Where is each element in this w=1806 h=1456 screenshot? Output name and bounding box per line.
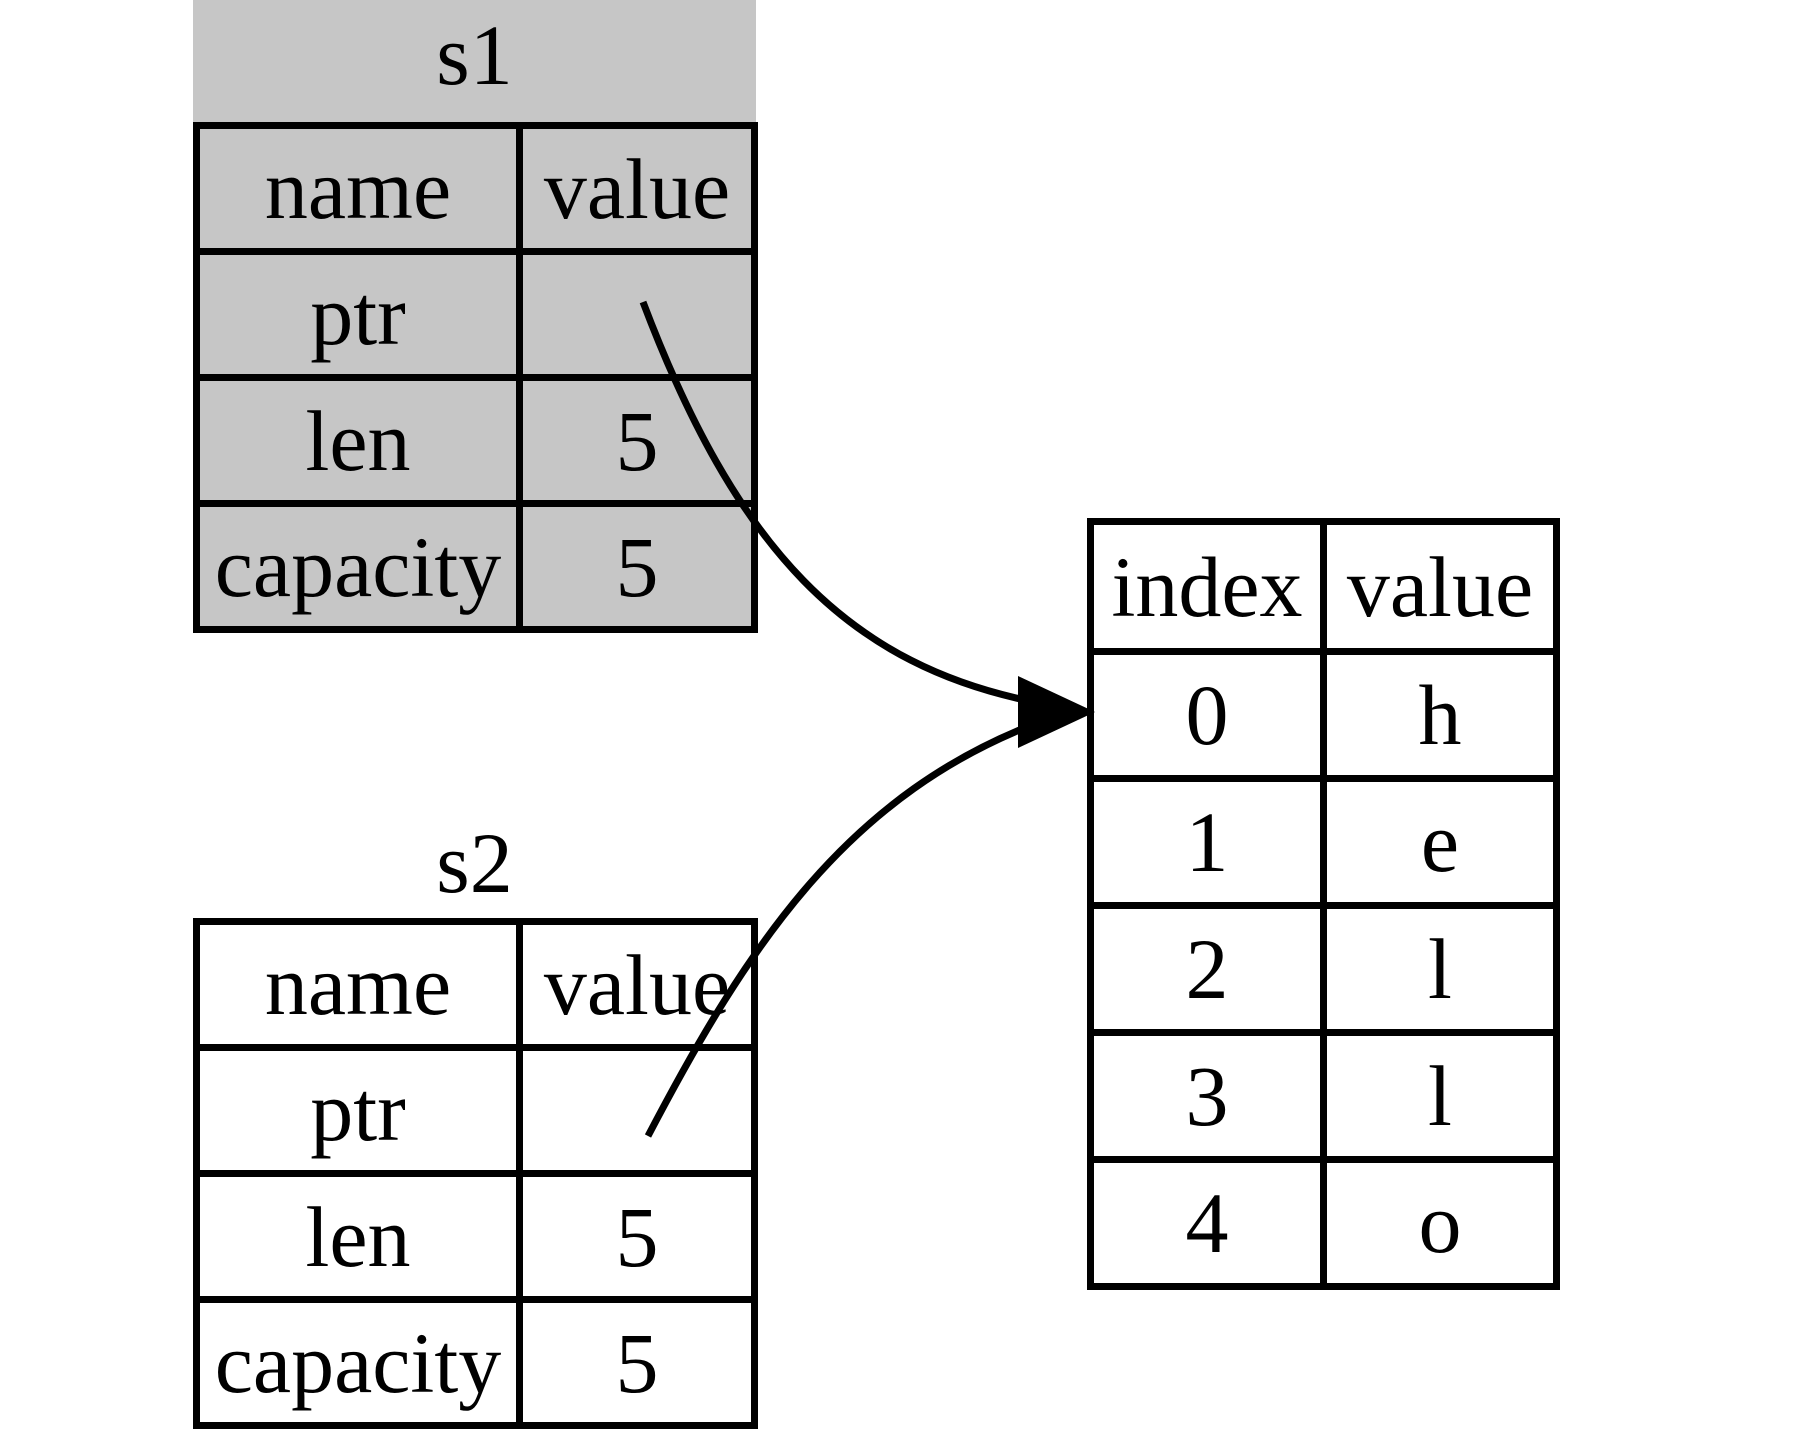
s1-capacity-label-cell: capacity <box>193 500 523 633</box>
s1-header-row: name value <box>193 122 758 255</box>
s1-capacity-value-cell: 5 <box>516 500 758 633</box>
arrowhead-icon <box>1018 676 1095 748</box>
s1-len-value-cell: 5 <box>516 374 758 507</box>
heap-table: index value 0 h 1 e 2 l 3 l 4 o <box>1087 518 1560 1290</box>
heap-row-3: 3 l <box>1087 1029 1560 1163</box>
s1-stack-table: name value ptr len 5 capacity 5 <box>193 122 758 633</box>
heap-row-4: 4 o <box>1087 1156 1560 1290</box>
s2-len-row: len 5 <box>193 1170 758 1303</box>
heap-value-2-cell: l <box>1320 902 1560 1036</box>
s2-ptr-label-cell: ptr <box>193 1044 523 1177</box>
s1-len-row: len 5 <box>193 374 758 507</box>
s2-header-value-cell: value <box>516 918 758 1051</box>
heap-index-4-cell: 4 <box>1087 1156 1327 1290</box>
s1-header-value-cell: value <box>516 122 758 255</box>
heap-index-1-cell: 1 <box>1087 775 1327 909</box>
heap-index-3-cell: 3 <box>1087 1029 1327 1163</box>
s2-capacity-label-cell: capacity <box>193 1296 523 1429</box>
heap-index-2-cell: 2 <box>1087 902 1327 1036</box>
s2-ptr-value-cell <box>516 1044 758 1177</box>
s1-title: s1 <box>436 7 513 103</box>
s2-title: s2 <box>436 815 513 911</box>
s1-ptr-value-cell <box>516 248 758 381</box>
heap-index-0-cell: 0 <box>1087 648 1327 782</box>
s1-ptr-label-cell: ptr <box>193 248 523 381</box>
s2-header-name-cell: name <box>193 918 523 1051</box>
heap-header-index-cell: index <box>1087 518 1327 655</box>
s1-len-label-cell: len <box>193 374 523 507</box>
heap-row-2: 2 l <box>1087 902 1560 1036</box>
s2-header-row: name value <box>193 918 758 1051</box>
heap-header-value-cell: value <box>1320 518 1560 655</box>
s2-stack-table: name value ptr len 5 capacity 5 <box>193 918 758 1429</box>
s2-capacity-row: capacity 5 <box>193 1296 758 1429</box>
heap-header-row: index value <box>1087 518 1560 655</box>
s1-capacity-row: capacity 5 <box>193 500 758 633</box>
s2-len-label-cell: len <box>193 1170 523 1303</box>
s2-capacity-value-cell: 5 <box>516 1296 758 1429</box>
heap-value-0-cell: h <box>1320 648 1560 782</box>
heap-value-1-cell: e <box>1320 775 1560 909</box>
heap-value-4-cell: o <box>1320 1156 1560 1290</box>
s1-header-name-cell: name <box>193 122 523 255</box>
heap-row-0: 0 h <box>1087 648 1560 782</box>
s1-ptr-row: ptr <box>193 248 758 381</box>
heap-value-3-cell: l <box>1320 1029 1560 1163</box>
heap-row-1: 1 e <box>1087 775 1560 909</box>
s2-len-value-cell: 5 <box>516 1170 758 1303</box>
s2-ptr-row: ptr <box>193 1044 758 1177</box>
